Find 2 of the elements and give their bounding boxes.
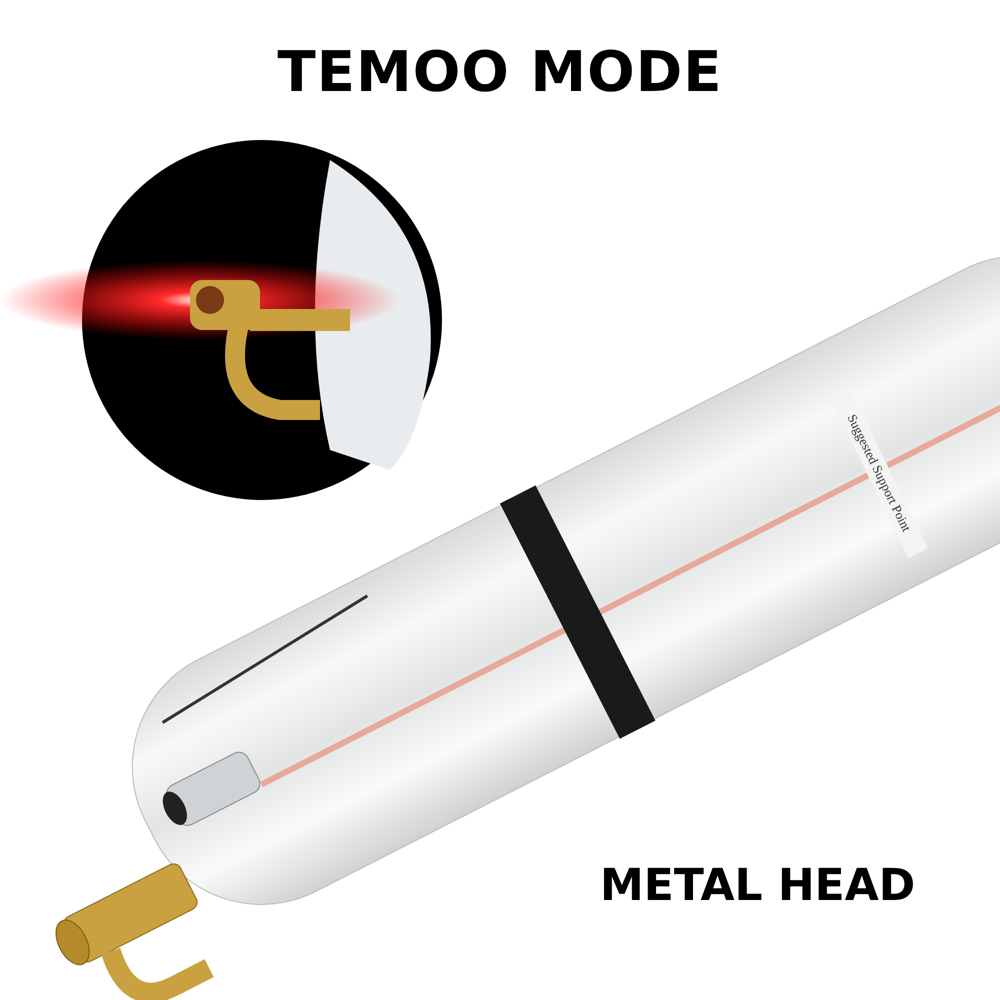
title: TEMOO MODE [276, 40, 724, 105]
part-label: METAL HEAD [600, 860, 916, 911]
